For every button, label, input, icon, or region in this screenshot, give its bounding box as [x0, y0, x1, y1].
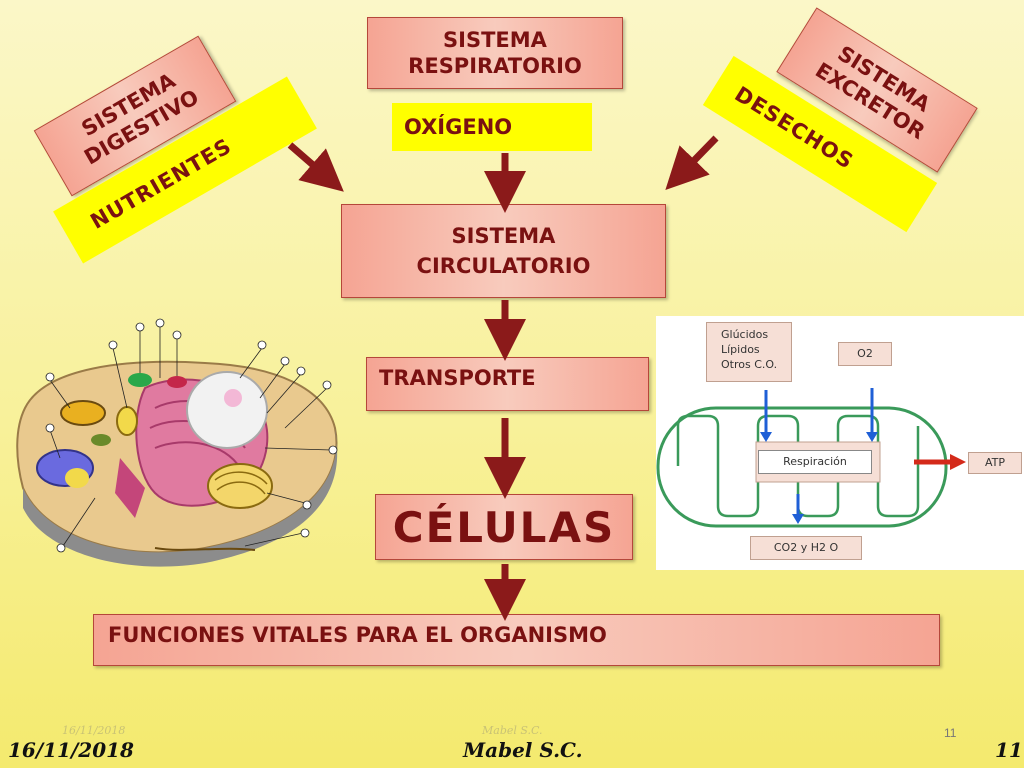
cells-box: CÉLULAS: [375, 494, 633, 560]
animal-cell-illustration: [16, 318, 338, 567]
arrow-nutrients: [287, 142, 344, 192]
mitochondria-diagram: Glúcidos Lípidos Otros C.O. O2 Respiraci…: [656, 316, 1024, 570]
oxygen-label: OXÍGENO: [392, 103, 592, 151]
mito-output-box: CO2 y H2 O: [750, 536, 862, 560]
footer-page-number: 11: [995, 738, 1023, 762]
mito-input-0: Glúcidos: [721, 328, 769, 341]
mito-o2-box: O2: [838, 342, 892, 366]
footer-date: 16/11/2018: [8, 738, 134, 762]
ghost-author: Mabel S.C.: [482, 724, 543, 737]
mito-respiration-box: Respiración: [758, 450, 872, 474]
mito-atp-box: ATP: [968, 452, 1022, 474]
mito-input-1: Lípidos: [721, 343, 760, 356]
ghost-date: 16/11/2018: [62, 724, 126, 737]
transport-box: TRANSPORTE: [366, 357, 649, 411]
circulatory-system-box: SISTEMA CIRCULATORIO: [341, 204, 666, 298]
footer-author: Mabel S.C.: [463, 738, 583, 762]
mito-input-2: Otros C.O.: [721, 358, 778, 371]
page-number-small: 11: [944, 726, 957, 740]
mito-inputs-box: Glúcidos Lípidos Otros C.O.: [706, 322, 792, 382]
vital-functions-box: FUNCIONES VITALES PARA EL ORGANISMO: [93, 614, 940, 666]
arrow-waste: [665, 135, 719, 191]
respiratory-system-box: SISTEMA RESPIRATORIO: [367, 17, 623, 89]
